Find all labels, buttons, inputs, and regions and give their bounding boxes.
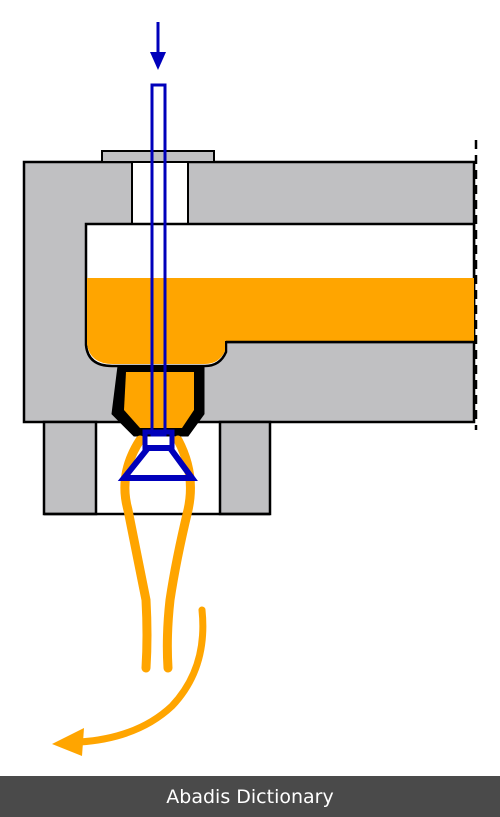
stopper-rod (150, 83, 167, 437)
down-arrow-icon (150, 52, 166, 70)
cover-plate (101, 150, 215, 163)
flow-arrow-head (52, 728, 84, 756)
nozzle-well-metal (124, 372, 194, 428)
nozzle-block-right (218, 420, 272, 516)
stopper-head-cone (117, 445, 198, 481)
tundish-nozzle-diagram (22, 22, 478, 756)
watermark-text: Abadis Dictionary (166, 785, 334, 808)
lid-opening (131, 161, 189, 225)
nozzle-block-left (42, 420, 98, 516)
watermark-footer: Abadis Dictionary (0, 776, 500, 817)
molten-metal-pool (87, 278, 474, 364)
flow-arrow-curve (76, 606, 207, 746)
